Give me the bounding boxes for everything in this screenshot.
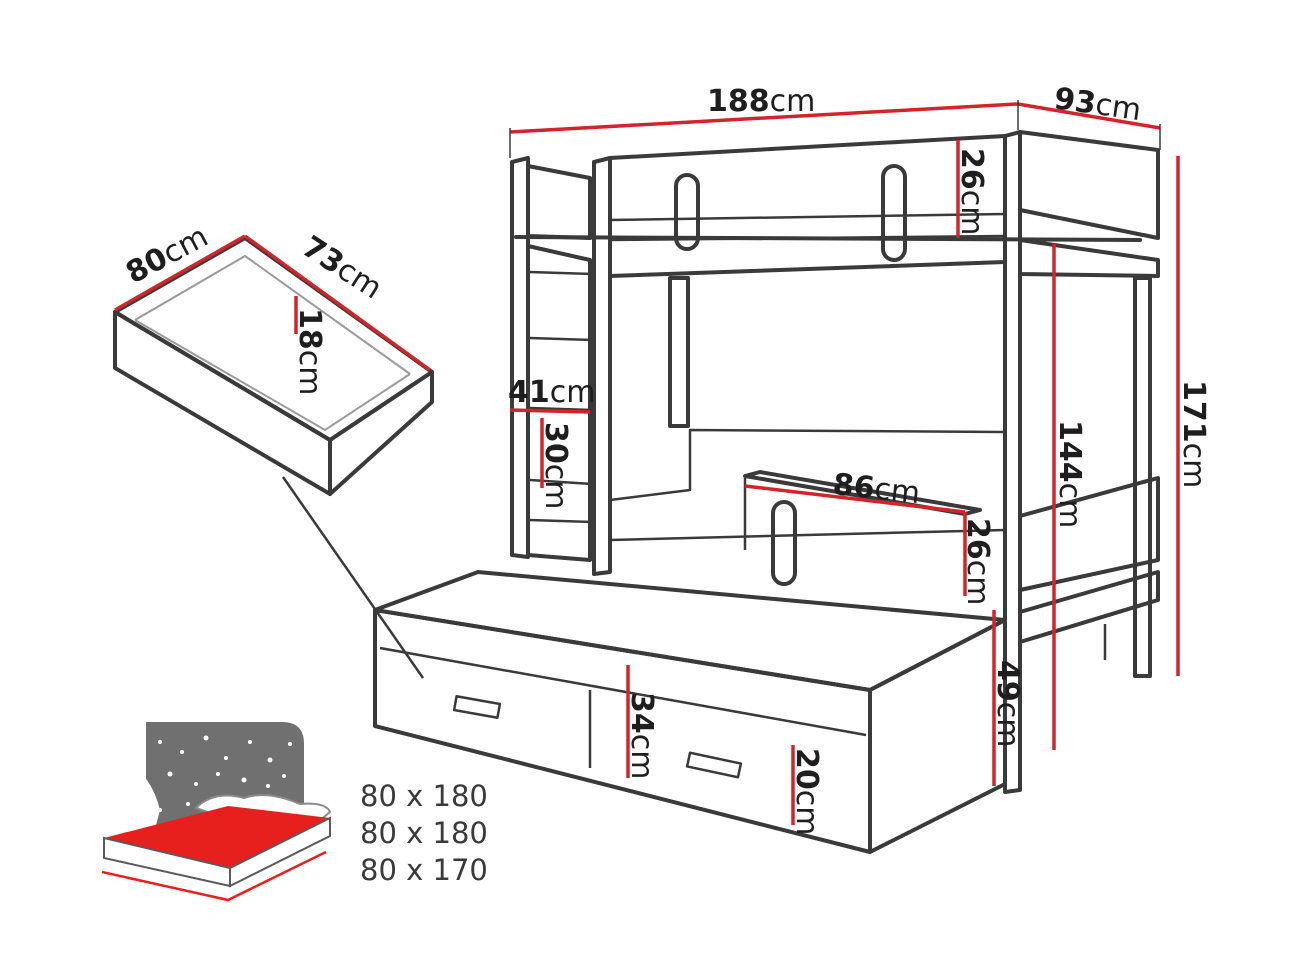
mattress-icon: [101, 722, 332, 902]
label-bed-width: 93cm: [1052, 81, 1143, 128]
dimension-lines: [509, 100, 1180, 825]
mattress-size-list: 80 x 180 80 x 180 80 x 170: [360, 779, 488, 887]
label-lower-clearance: 144cm: [1052, 420, 1087, 528]
mattress-size-2: 80 x 180: [360, 816, 488, 850]
label-drawer-height: 18cm: [292, 308, 327, 395]
label-guard-length: 86cm: [831, 467, 922, 511]
label-trundle-front: 34cm: [624, 692, 659, 779]
label-guard-height: 26cm: [960, 518, 995, 605]
label-ladder-width: 41cm: [508, 375, 595, 410]
label-total-height: 171cm: [1176, 380, 1211, 488]
label-ladder-step: 30cm: [538, 422, 573, 509]
label-drawer-front: 20cm: [789, 748, 824, 835]
drawer-illustration: [113, 234, 434, 679]
bunk-bed-frame: [510, 130, 1160, 794]
mattress-size-1: 80 x 180: [360, 779, 488, 813]
label-top-rail-height: 26cm: [954, 148, 989, 235]
label-bed-length: 188cm: [707, 84, 815, 119]
label-trundle-height: 49cm: [990, 660, 1025, 747]
trundle-bed: [373, 570, 1107, 854]
mattress-size-3: 80 x 170: [360, 853, 488, 887]
label-drawer-depth: 73cm: [296, 229, 388, 306]
